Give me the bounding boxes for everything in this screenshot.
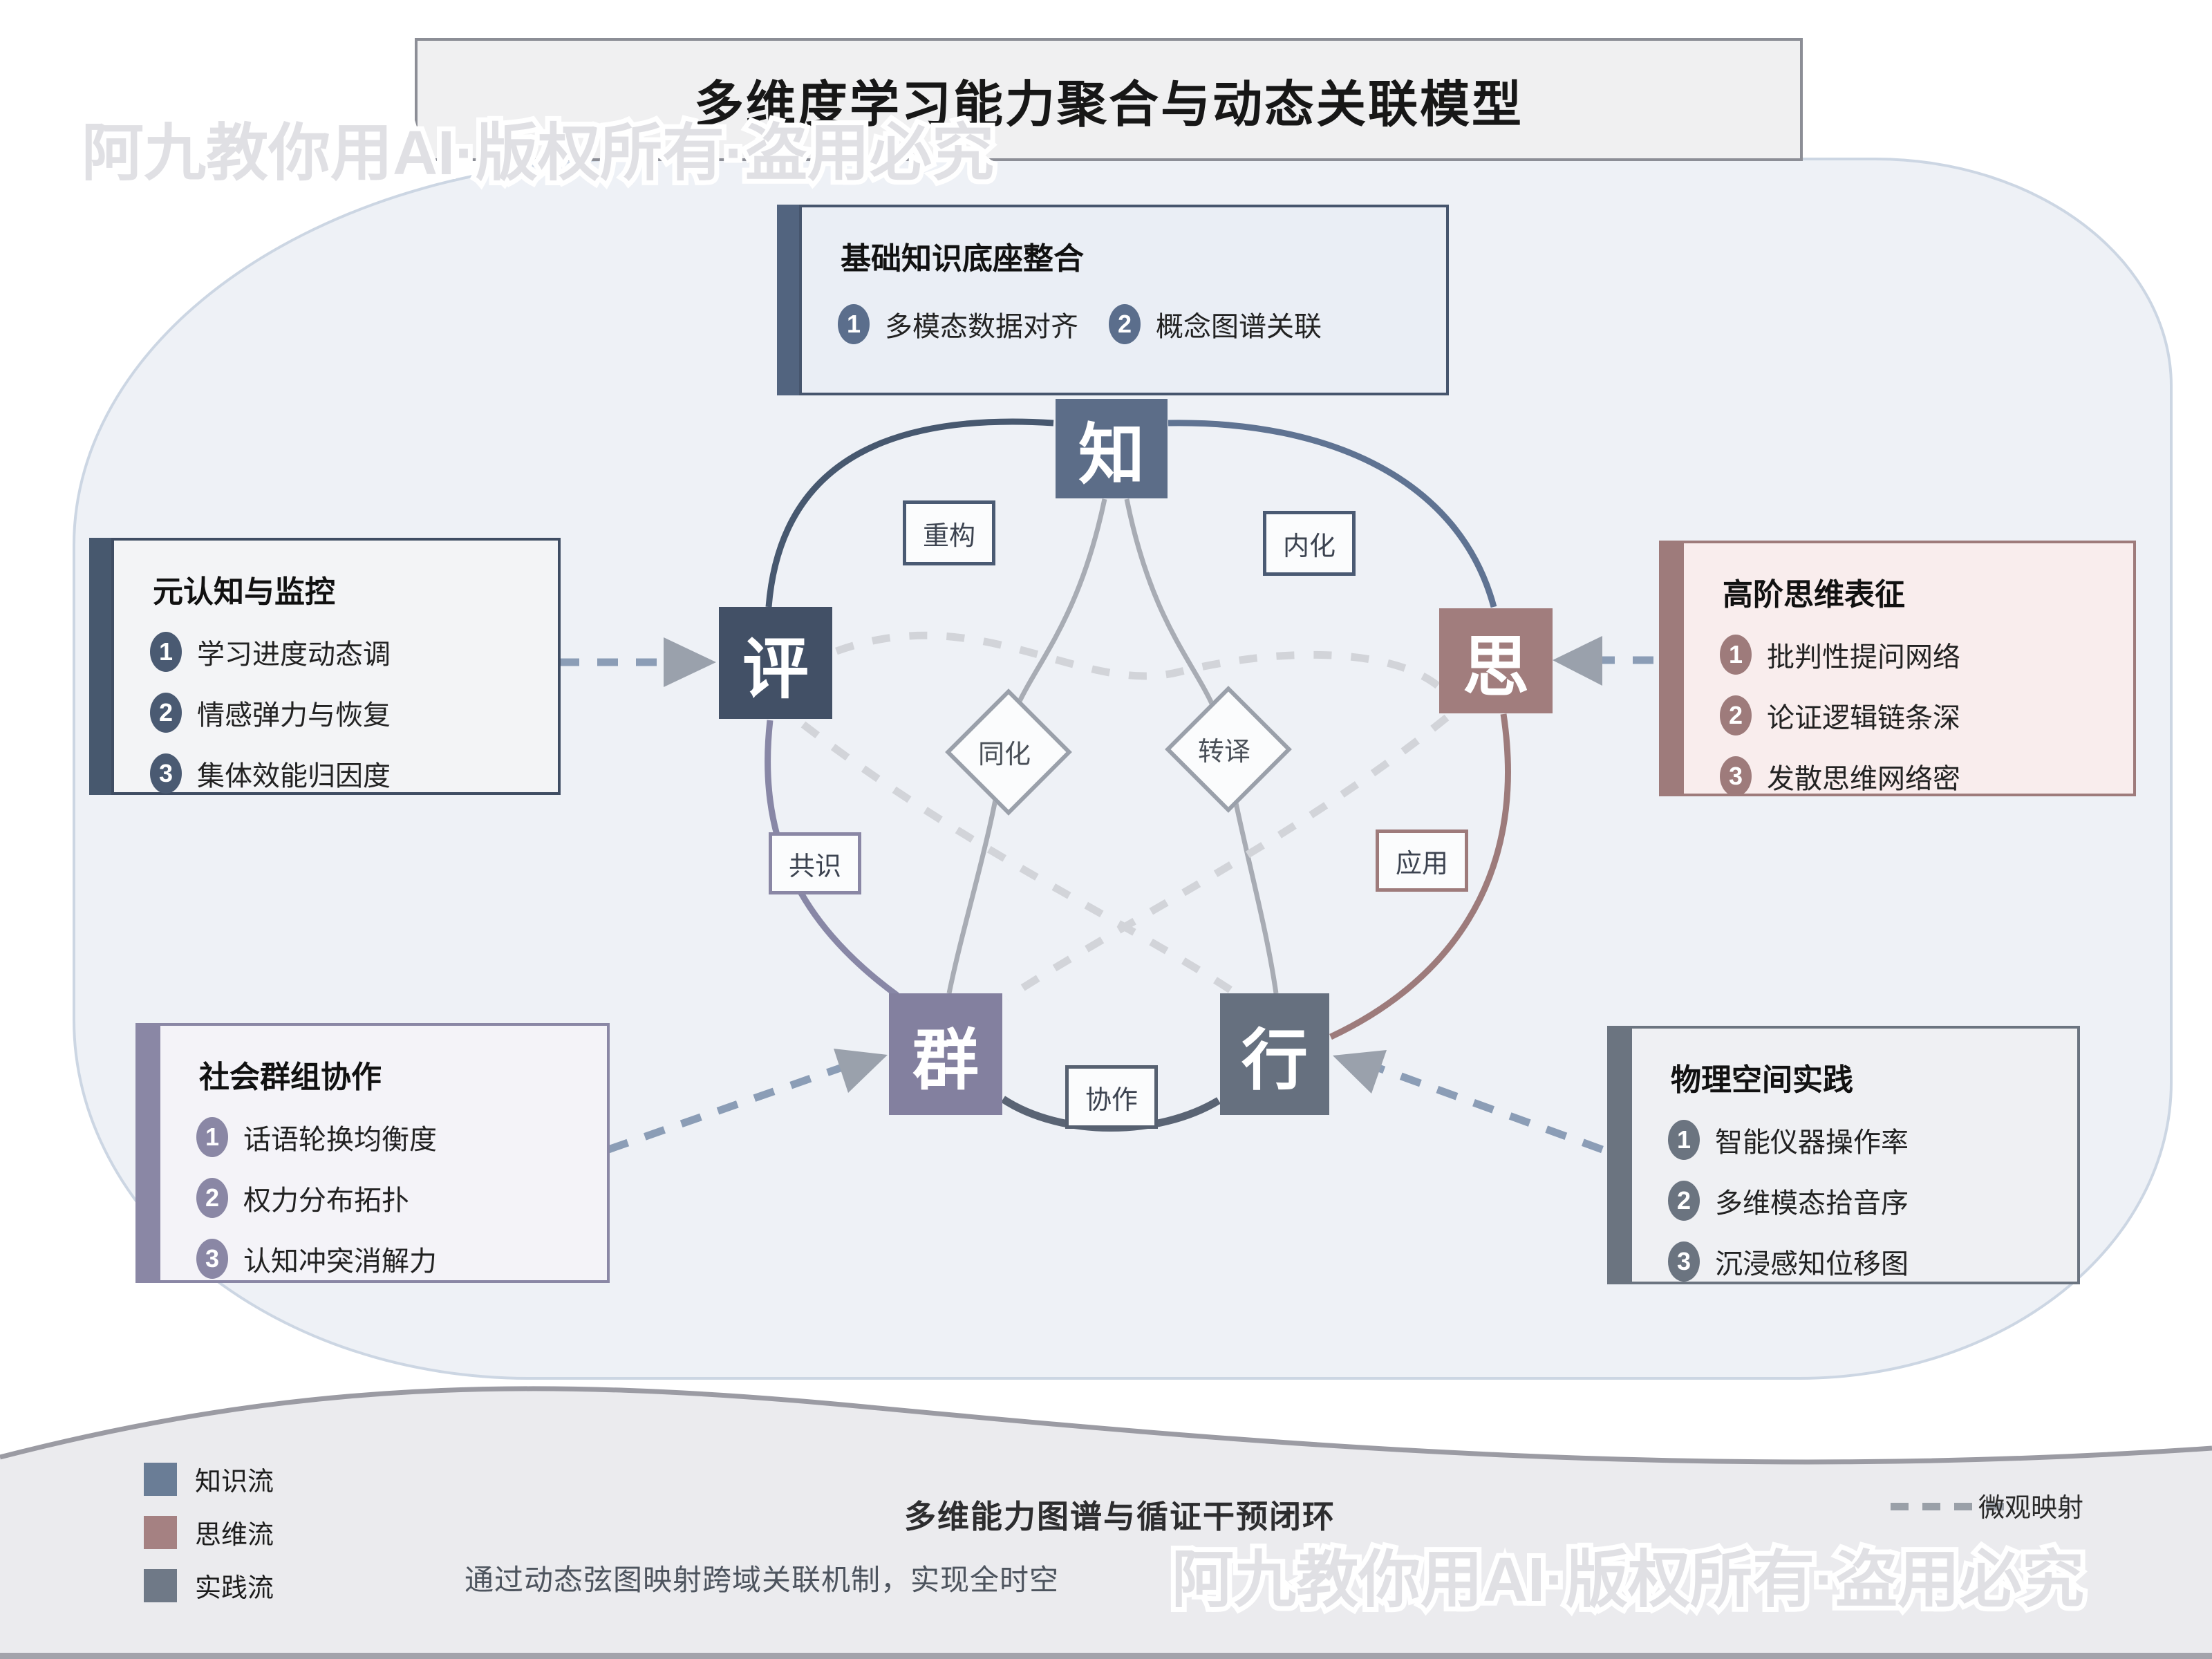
list-item: 2 权力分布拓扑 — [196, 1178, 607, 1218]
node-action: 行 — [1220, 993, 1329, 1115]
item-number-badge: 2 — [1668, 1181, 1700, 1221]
higher-order-thinking-box: 高阶思维表征 1 批判性提问网络 2 论证逻辑链条深 3 发散思维网络密 — [1659, 541, 2136, 796]
node-thinking: 思 — [1439, 608, 1553, 713]
list-item: 3 认知冲突消解力 — [196, 1239, 607, 1279]
box-title: 高阶思维表征 — [1723, 578, 1905, 612]
physical-practice-box: 物理空间实践 1 智能仪器操作率 2 多维模态拾音序 3 沉浸感知位移图 — [1607, 1026, 2080, 1284]
legend-swatch-knowledge — [144, 1462, 177, 1496]
item-number-badge: 3 — [150, 753, 182, 794]
legend-item-knowledge-flow: 知识流 — [144, 1460, 274, 1498]
legend-swatch-practice — [144, 1568, 177, 1602]
item-text: 学习进度动态调 — [197, 639, 391, 670]
metacognition-box: 元认知与监控 1 学习进度动态调 2 情感弹力与恢复 3 集体效能归因度 — [89, 538, 561, 795]
legend-dashed-line-swatch — [1891, 1503, 2016, 1510]
node-label: 评 — [742, 632, 809, 706]
box-title: 物理空间实践 — [1671, 1063, 1853, 1097]
item-number-badge: 3 — [1668, 1241, 1700, 1282]
item-text: 权力分布拓扑 — [243, 1185, 409, 1216]
edge-label-translate: 转译 — [1197, 738, 1250, 767]
item-text: 话语轮换均衡度 — [243, 1125, 437, 1155]
item-number-badge: 2 — [196, 1178, 228, 1218]
legend-label: 思维流 — [195, 1521, 274, 1550]
box-title: 基础知识底座整合 — [841, 242, 1084, 276]
list-item: 2 论证逻辑链条深 — [1720, 695, 2133, 735]
legend-dashed-line-label: 微观映射 — [1978, 1494, 2084, 1523]
edge-label-internalize: 内化 — [1263, 511, 1356, 576]
node-label: 知 — [1078, 418, 1145, 492]
watermark-bottom: 阿九教你用AI·版权所有·盗用必究 — [1167, 1541, 2089, 1620]
legend-swatch-thinking — [144, 1515, 177, 1549]
item-number-badge: 3 — [1720, 756, 1752, 796]
list-item: 1 智能仪器操作率 — [1668, 1120, 2077, 1160]
list-item: 1 学习进度动态调 — [150, 632, 558, 672]
footer-wave-line — [0, 1386, 2212, 1465]
list-item: 2 概念图谱关联 — [1109, 304, 1322, 344]
box-accent-bar — [1659, 541, 1681, 796]
item-number-badge: 1 — [838, 304, 870, 344]
node-knowledge: 知 — [1056, 399, 1168, 498]
footer-bottom-rule — [0, 1653, 2212, 1659]
list-item: 1 话语轮换均衡度 — [196, 1117, 607, 1157]
edge-label-apply: 应用 — [1376, 830, 1468, 892]
item-number-badge: 2 — [1720, 695, 1752, 735]
item-text: 概念图谱关联 — [1156, 312, 1322, 342]
node-label: 思 — [1463, 630, 1529, 704]
item-number-badge: 1 — [1668, 1120, 1700, 1160]
box-accent-bar — [135, 1023, 158, 1283]
list-item: 2 情感弹力与恢复 — [150, 693, 558, 733]
edge-label-restructure: 重构 — [903, 500, 995, 565]
item-number-badge: 1 — [196, 1117, 228, 1157]
node-label: 行 — [1241, 1023, 1308, 1098]
item-text: 发散思维网络密 — [1767, 764, 1960, 794]
box-accent-bar — [777, 205, 799, 395]
list-item: 1 批判性提问网络 — [1720, 635, 2133, 675]
footer-heading: 多维能力图谱与循证干预闭环 — [904, 1499, 1335, 1535]
edge-label-collaborate: 协作 — [1065, 1065, 1158, 1129]
diagram-title: 多维度学习能力聚合与动态关联模型 — [693, 77, 1524, 133]
item-text: 多维模态拾音序 — [1715, 1188, 1909, 1219]
legend-item-practice-flow: 实践流 — [144, 1566, 274, 1604]
item-number-badge: 3 — [196, 1239, 228, 1279]
box-title: 社会群组协作 — [199, 1060, 382, 1094]
item-text: 沉浸感知位移图 — [1715, 1249, 1909, 1280]
item-text: 认知冲突消解力 — [243, 1246, 437, 1277]
node-evaluation: 评 — [719, 607, 832, 719]
item-number-badge: 1 — [1720, 635, 1752, 675]
list-item: 3 集体效能归因度 — [150, 753, 558, 794]
item-text: 批判性提问网络 — [1767, 642, 1960, 673]
watermark-top: 阿九教你用AI·版权所有·盗用必究 — [77, 114, 999, 193]
item-text: 论证逻辑链条深 — [1767, 703, 1960, 733]
item-text: 多模态数据对齐 — [885, 312, 1078, 342]
list-item: 1 多模态数据对齐 — [838, 304, 1078, 344]
item-number-badge: 1 — [150, 632, 182, 672]
item-text: 集体效能归因度 — [197, 761, 391, 791]
list-item: 3 发散思维网络密 — [1720, 756, 2133, 796]
node-group: 群 — [889, 993, 1002, 1115]
legend-label: 知识流 — [195, 1468, 274, 1497]
item-text: 智能仪器操作率 — [1715, 1127, 1909, 1158]
edge-label-consensus: 共识 — [769, 832, 861, 894]
box-accent-bar — [1607, 1026, 1629, 1284]
legend-item-thinking-flow: 思维流 — [144, 1513, 274, 1551]
box-accent-bar — [89, 538, 111, 795]
legend-label: 实践流 — [195, 1574, 274, 1603]
node-label: 群 — [912, 1023, 979, 1098]
item-number-badge: 2 — [150, 693, 182, 733]
item-text: 情感弹力与恢复 — [197, 700, 391, 731]
list-item: 2 多维模态拾音序 — [1668, 1181, 2077, 1221]
social-collaboration-box: 社会群组协作 1 话语轮换均衡度 2 权力分布拓扑 3 认知冲突消解力 — [135, 1023, 610, 1283]
list-item: 3 沉浸感知位移图 — [1668, 1241, 2077, 1282]
knowledge-base-box: 基础知识底座整合 1 多模态数据对齐 2 概念图谱关联 — [777, 205, 1449, 395]
footer-description: 通过动态弦图映射跨域关联机制，实现全时空 — [465, 1564, 1060, 1596]
box-title: 元认知与监控 — [153, 575, 335, 609]
item-number-badge: 2 — [1109, 304, 1141, 344]
edge-label-assimilate: 同化 — [977, 740, 1031, 769]
diagram-title-box: 多维度学习能力聚合与动态关联模型 — [415, 38, 1803, 161]
